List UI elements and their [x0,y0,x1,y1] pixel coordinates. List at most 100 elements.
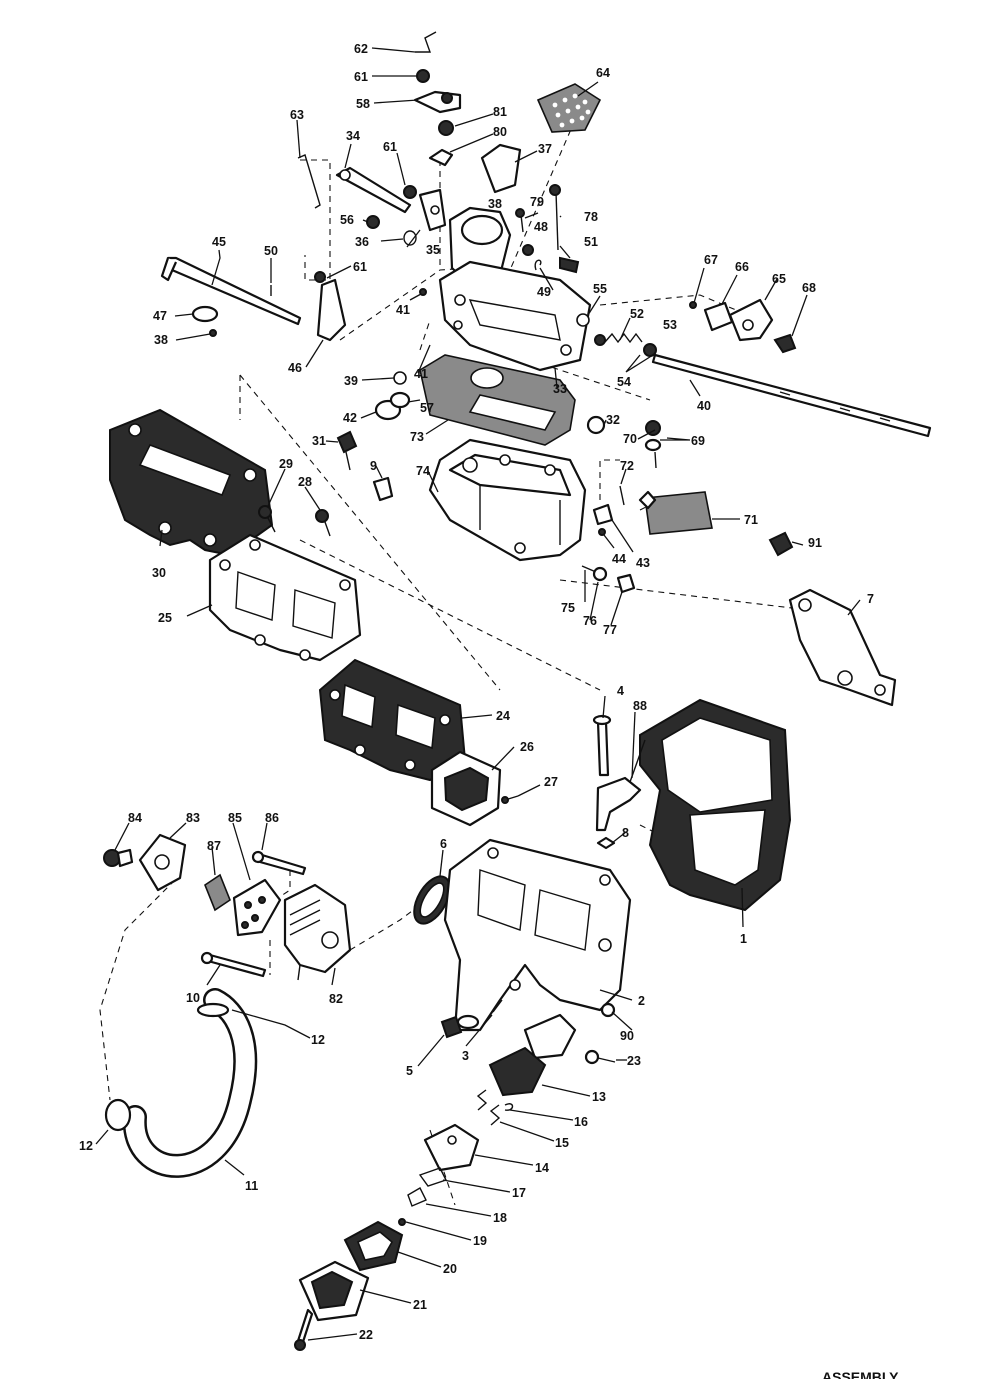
callout-label: 8 [622,826,629,840]
callout-label: 49 [537,285,551,299]
callout-label: 53 [663,318,677,332]
callout-label: 65 [772,272,786,286]
callout-label: 79 [530,195,544,209]
callout-label: 81 [493,105,507,119]
callout-label: 84 [128,811,142,825]
callout-label: 58 [356,97,370,111]
callout-label: 52 [630,307,644,321]
callout-label: 35 [426,243,440,257]
callout-label: 36 [355,235,369,249]
callout-label: 2 [638,994,645,1008]
callout-label: 24 [496,709,510,723]
callout-label: 19 [473,1234,487,1248]
callout-label: 73 [410,430,424,444]
callout-label: 25 [158,611,172,625]
callout-label: 70 [623,432,637,446]
carburetor-top-assembly [160,31,932,707]
callout-label: 14 [535,1161,549,1175]
callout-label: 5 [406,1064,413,1078]
callout-label: 33 [553,382,567,396]
callout-label: 75 [561,601,575,615]
callout-label: 61 [354,70,368,84]
callout-label: 90 [620,1029,634,1043]
callout-label: 16 [574,1115,588,1129]
callout-label: 61 [353,260,367,274]
callout-label: 45 [212,235,226,249]
callout-label: 39 [344,374,358,388]
callout-label: 72 [620,459,634,473]
callout-label: 47 [153,309,167,323]
callout-label: 68 [802,281,816,295]
callout-label: 9 [370,459,377,473]
callout-label: 57 [420,401,434,415]
callout-label: 61 [383,140,397,154]
callout-label: 82 [329,992,343,1006]
callout-label: 43 [636,556,650,570]
callout-label: 69 [691,434,705,448]
callout-label: 64 [596,66,610,80]
footer-caption: …ASSEMBLY [808,1369,899,1379]
callout-label: 87 [207,839,221,853]
callout-label: 34 [346,129,360,143]
fuel-pump-assembly [103,833,352,1178]
callout-label: 85 [228,811,242,825]
callout-label: 48 [534,220,548,234]
callout-label: 55 [593,282,607,296]
callout-label: 51 [584,235,598,249]
callout-label: 27 [544,775,558,789]
callout-label: 41 [414,367,428,381]
callout-label: 17 [512,1186,526,1200]
callout-label: 32 [606,413,620,427]
callout-label: 13 [592,1090,606,1104]
callout-label: 3 [462,1049,469,1063]
callout-label: 22 [359,1328,373,1342]
callout-label: 18 [493,1211,507,1225]
callout-label: 12 [79,1139,93,1153]
callout-label: 41 [396,303,410,317]
callout-label: 40 [697,399,711,413]
callout-label: 44 [612,552,626,566]
callout-label: 83 [186,811,200,825]
callout-label: 42 [343,411,357,425]
callout-label: 80 [493,125,507,139]
callout-label: 71 [744,513,758,527]
intake-manifold [294,698,792,1351]
callout-label: 91 [808,536,822,550]
callout-label: 66 [735,260,749,274]
callout-label: 31 [312,434,326,448]
callout-label: 77 [603,623,617,637]
callout-label: 54 [617,375,631,389]
callout-label: 1 [740,932,747,946]
callout-label: 38 [154,333,168,347]
callout-label: 11 [245,1179,258,1193]
callout-label: 62 [354,42,368,56]
callout-label: 20 [443,1262,457,1276]
callout-label: 37 [538,142,552,156]
callout-label: 50 [264,244,278,258]
callout-label: 38 [488,197,502,211]
callout-label: 86 [265,811,279,825]
callout-label: 6 [440,837,447,851]
callout-label: 30 [152,566,166,580]
callout-label: 4 [617,684,624,698]
callout-label: 67 [704,253,718,267]
callout-label: 63 [290,108,304,122]
callout-label: 26 [520,740,534,754]
callout-label: 78 [584,210,598,224]
callout-labels: 62 61 58 64 81 80 63 34 61 37 38 79 48 7… [79,42,874,1342]
callout-label: 46 [288,361,302,375]
callout-label: 74 [416,464,430,478]
callout-label: 29 [279,457,293,471]
callout-leader-lines [95,47,861,1341]
callout-label: 23 [627,1054,641,1068]
callout-label: 21 [413,1298,427,1312]
callout-label: 15 [555,1136,569,1150]
callout-label: 12 [311,1033,325,1047]
callout-label: 76 [583,614,597,628]
callout-label: 10 [186,991,200,1005]
callout-label: 88 [633,699,647,713]
callout-label: 7 [867,592,874,606]
reed-block-gaskets [109,408,519,827]
